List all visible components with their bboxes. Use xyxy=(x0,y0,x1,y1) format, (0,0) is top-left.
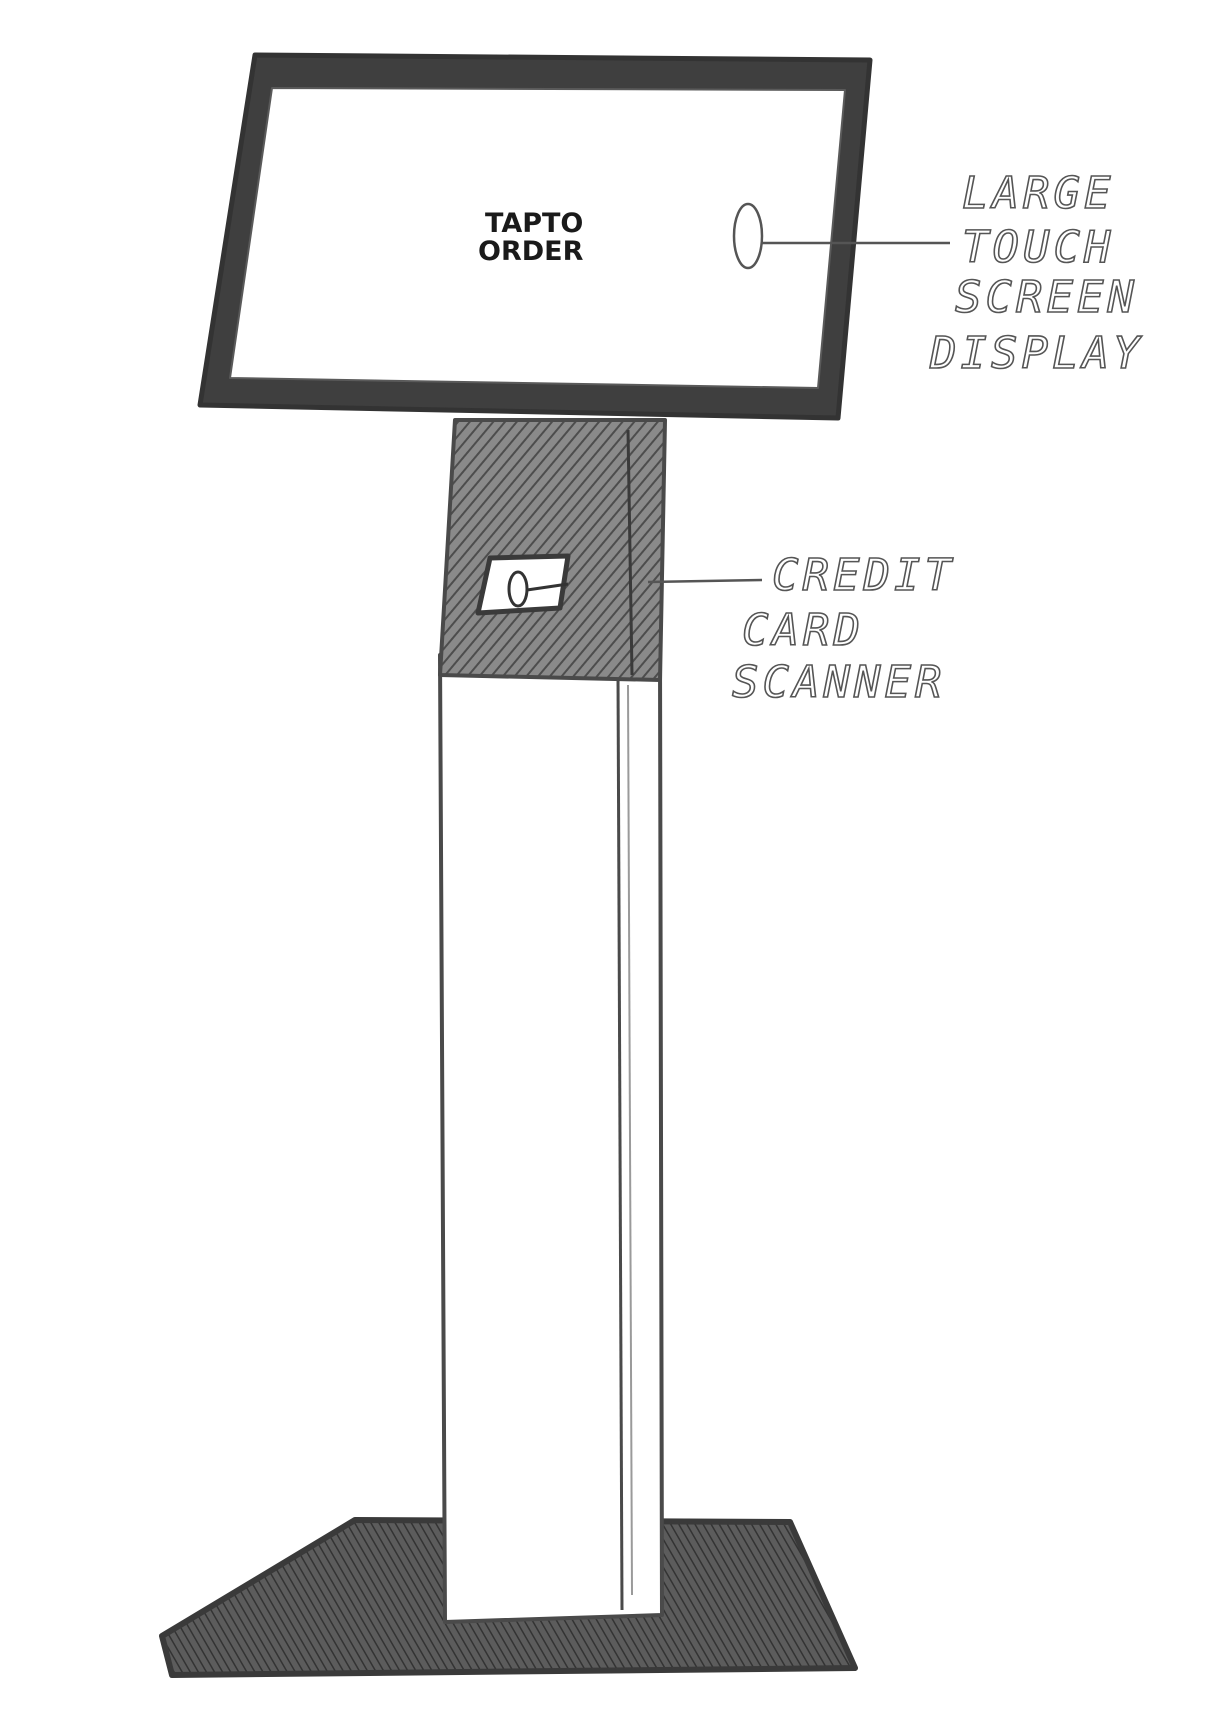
scanner-leader-line xyxy=(648,580,762,582)
scanner-callout-line1: CREDIT xyxy=(772,550,955,601)
scanner-callout-line3: SCANNER xyxy=(732,657,945,708)
display-callout-line1: LARGE xyxy=(962,168,1114,219)
scanner-callout-line2: CARD xyxy=(742,605,864,656)
display-callout-line4: DISPLAY xyxy=(929,328,1143,379)
display-callout-line2: TOUCH xyxy=(962,222,1114,273)
screen-text-line2: ORDER xyxy=(478,236,584,267)
display-callout-line3: SCREEN xyxy=(955,272,1138,323)
screen-text-line1: TAPTO xyxy=(485,208,583,239)
